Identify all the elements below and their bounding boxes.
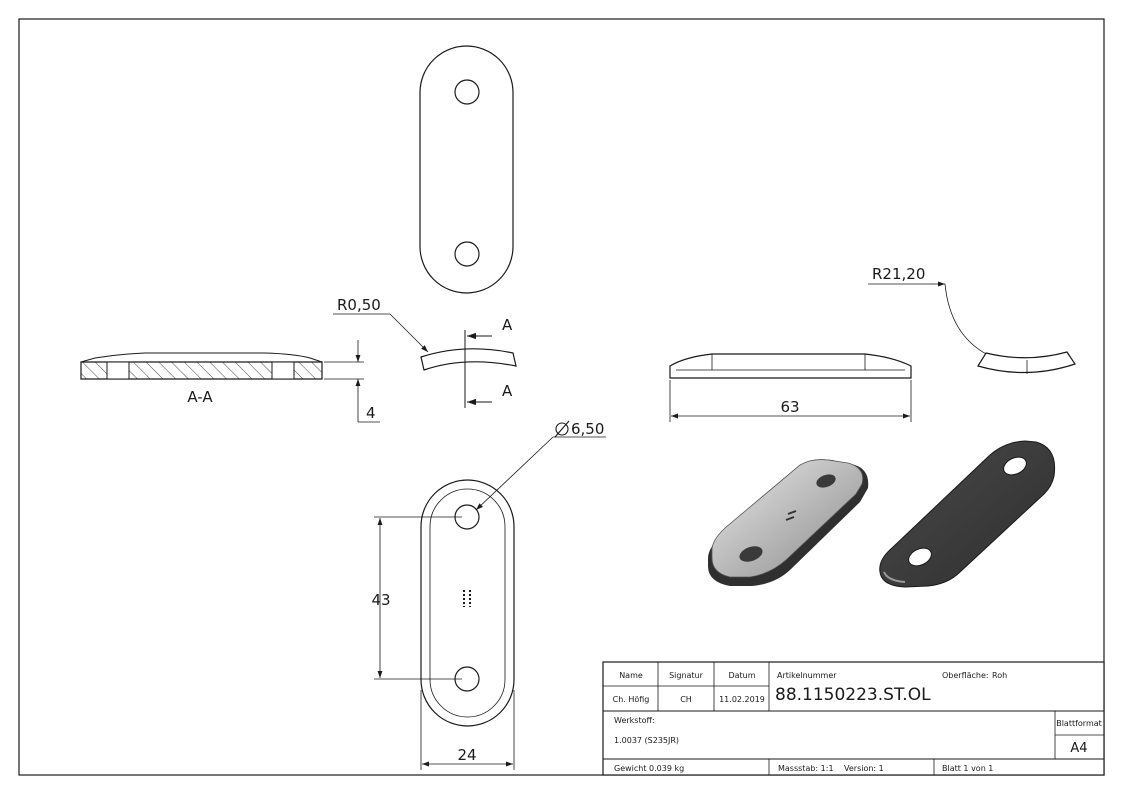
section-hole-left [106,361,130,380]
diameter-icon [554,420,570,438]
top-view [419,45,514,294]
tb-signature: CH [680,695,692,704]
side-view: 63 [669,353,912,422]
sheet-border [18,18,1105,776]
tb-header-name: Name [619,671,643,680]
tb-material-label: Werkstoff: [614,716,655,725]
tb-material: 1.0037 (S235JR) [614,736,679,745]
cutting-label-lower: A [502,382,513,400]
title-block: Name Signatur Datum Artikelnummer Oberfl… [602,661,1105,776]
bend-profile [977,351,1076,374]
side-profile [669,353,912,379]
tb-article-number: 88.1150223.ST.OL [775,685,931,705]
plate-outline-top [419,45,514,294]
section-hole-right [271,361,295,380]
tb-header-surface: Oberfläche: [942,671,989,680]
section-top-profile [80,352,323,363]
tb-header-signature: Signatur [669,671,704,680]
hole-spacing-dimension: 43 [371,591,390,609]
tb-sheet: Blatt 1 von 1 [942,764,993,773]
cutting-label-upper: A [502,316,513,334]
thickness-dimension: 4 [366,404,376,422]
tb-header-date: Datum [728,671,755,680]
tb-surface-value: Roh [992,671,1007,680]
tb-weight: Gewicht 0.039 kg [614,764,684,773]
section-label: A-A [187,388,213,406]
tb-header-article: Artikelnummer [777,671,837,680]
plate-outline-front-inner [429,488,506,718]
r2120-dimension: R21,20 [872,265,925,283]
section-hatched-body [80,361,323,380]
edge-profile [420,348,517,371]
tb-date: 11.02.2019 [719,695,765,704]
detail-bend-radius: R21,20 [868,265,1076,374]
r050-leader [389,313,429,353]
front-view: 43 24 6,50 [371,420,606,770]
iso-render-dark [879,440,1056,588]
plate-outline-front-outer [420,479,515,727]
r050-dimension: R0,50 [337,296,381,314]
diameter-leader [475,436,554,511]
tb-version: Version: 1 [844,764,884,773]
tb-sheet-format: A4 [1070,741,1087,756]
detail-edge-radius: R0,50 A A [333,296,517,408]
length-dimension: 63 [780,398,799,416]
tb-scale: Massstab: 1:1 [778,764,834,773]
hole-top-upper [454,79,480,105]
bend-arc [944,283,989,356]
iso-render-metal [708,459,869,586]
width-dimension: 24 [457,746,476,764]
tb-header-sheet-format: Blattformat [1056,719,1102,728]
hole-diameter-dimension: 6,50 [571,420,604,438]
tb-name: Ch. Höfig [613,695,650,704]
hole-top-lower [454,241,480,267]
section-view-aa: A-A 4 [80,340,380,423]
center-marking [463,590,471,607]
